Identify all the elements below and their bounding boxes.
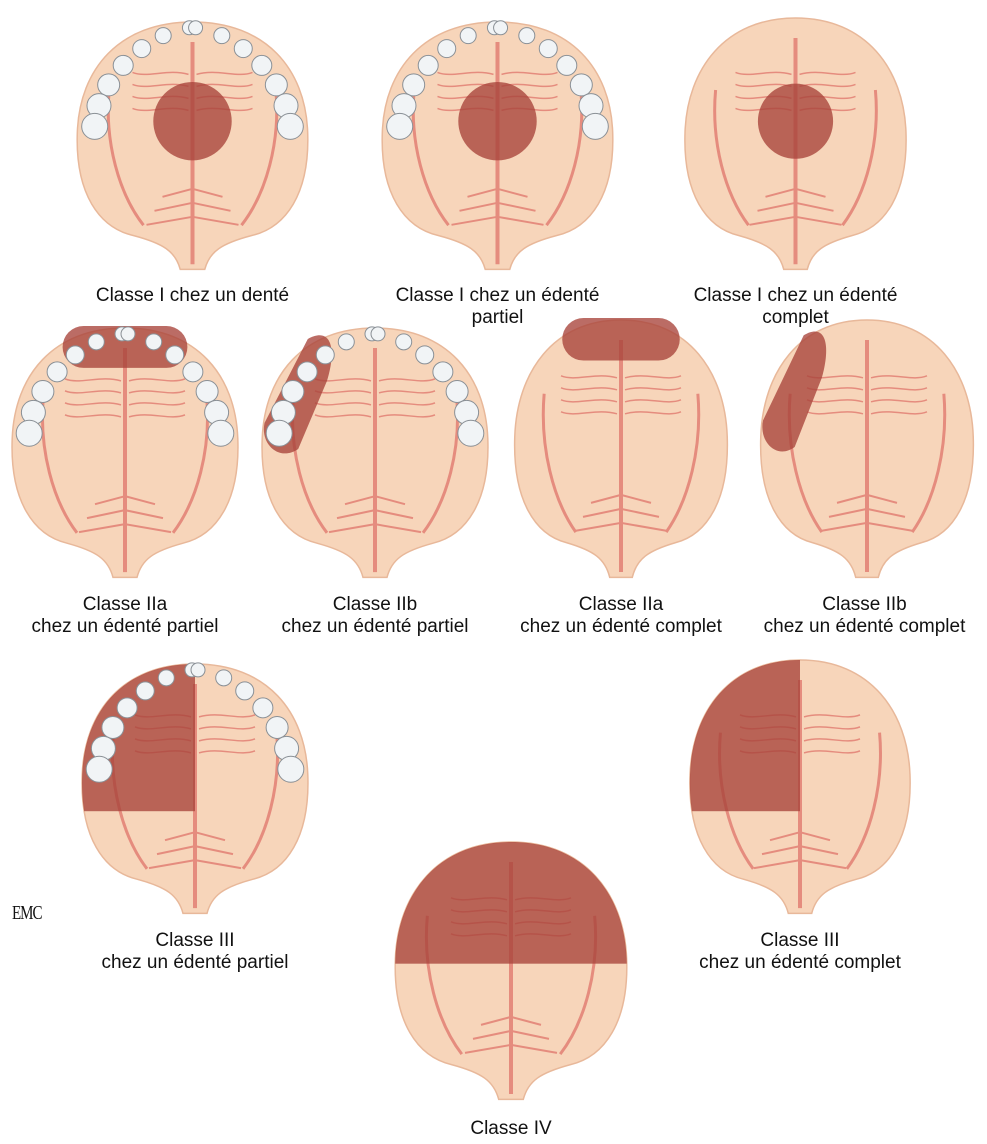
tooth (570, 74, 592, 96)
panel-class1-complete (678, 12, 913, 272)
tooth (214, 28, 230, 44)
palate-illustration (754, 314, 980, 580)
tooth (216, 670, 232, 686)
tooth (208, 420, 234, 446)
panel-class1-dentate (70, 12, 315, 272)
caption-class2b-partial: Classe IIb chez un édenté partiel (250, 594, 500, 638)
defect-zone (153, 82, 231, 160)
defect-zone (683, 654, 800, 811)
tooth (282, 380, 304, 402)
tooth (88, 334, 104, 350)
caption-class3-complete: Classe III chez un édenté complet (675, 930, 925, 974)
defect-zone (758, 84, 833, 159)
tooth (494, 21, 508, 35)
tooth (234, 40, 252, 58)
tooth (416, 346, 434, 364)
tooth (166, 346, 184, 364)
palate-illustration (678, 12, 913, 272)
tooth (266, 420, 292, 446)
tooth (86, 756, 112, 782)
tooth (253, 698, 273, 718)
tooth (387, 113, 413, 139)
palate-illustration (508, 314, 734, 580)
defect-zone (458, 82, 536, 160)
panel-class2a-complete (508, 314, 734, 580)
tooth (66, 346, 84, 364)
tooth (316, 346, 334, 364)
tooth (102, 716, 124, 738)
emc-logo: EMC (12, 903, 42, 925)
tooth (183, 362, 203, 382)
tooth (236, 682, 254, 700)
tooth (557, 55, 577, 75)
palate-illustration (375, 12, 620, 272)
caption-class2a-complete: Classe IIa chez un édenté complet (496, 594, 746, 638)
tooth (16, 420, 42, 446)
tooth (266, 716, 288, 738)
tooth (136, 682, 154, 700)
tooth (196, 380, 218, 402)
tooth (582, 113, 608, 139)
tooth (82, 113, 108, 139)
tooth (458, 420, 484, 446)
tooth (32, 380, 54, 402)
panel-class2b-complete (754, 314, 980, 580)
panel-class4-complete (388, 836, 634, 1102)
tooth (438, 40, 456, 58)
tooth (155, 28, 171, 44)
panel-class3-complete (683, 654, 917, 916)
tooth (252, 55, 272, 75)
palate-illustration (388, 836, 634, 1102)
tooth (297, 362, 317, 382)
palate-illustration (75, 654, 315, 916)
tooth (396, 334, 412, 350)
tooth (133, 40, 151, 58)
panel-class2b-partial (255, 318, 495, 580)
tooth (338, 334, 354, 350)
tooth (446, 380, 468, 402)
caption-class1-dentate: Classe I chez un denté (60, 285, 325, 307)
tooth (189, 21, 203, 35)
tooth (117, 698, 137, 718)
caption-class4: Classe IV (386, 1118, 636, 1140)
tooth (98, 74, 120, 96)
tooth (277, 113, 303, 139)
tooth (121, 327, 135, 341)
tooth (460, 28, 476, 44)
tooth (146, 334, 162, 350)
panel-class1-partial (375, 12, 620, 272)
caption-class2a-partial: Classe IIa chez un édenté partiel (0, 594, 250, 638)
panel-class2a-partial (5, 318, 245, 580)
caption-class3-partial: Classe III chez un édenté partiel (70, 930, 320, 974)
panel-class3-partial (75, 654, 315, 916)
palate-illustration (683, 654, 917, 916)
palate-illustration (255, 318, 495, 580)
tooth (158, 670, 174, 686)
palate-illustration (70, 12, 315, 272)
tooth (418, 55, 438, 75)
tooth (519, 28, 535, 44)
tooth (265, 74, 287, 96)
caption-class2b-complete: Classe IIb chez un édenté complet (742, 594, 987, 638)
tooth (191, 663, 205, 677)
defect-zone (388, 836, 634, 964)
tooth (433, 362, 453, 382)
tooth (47, 362, 67, 382)
palate-illustration (5, 318, 245, 580)
tooth (371, 327, 385, 341)
tooth (539, 40, 557, 58)
tooth (403, 74, 425, 96)
tooth (113, 55, 133, 75)
tooth (278, 756, 304, 782)
